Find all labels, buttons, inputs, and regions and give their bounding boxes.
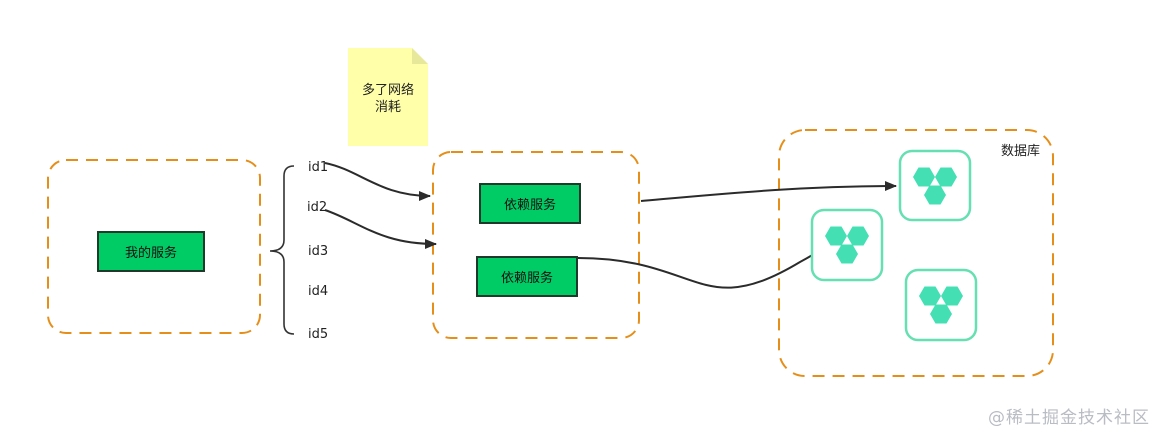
arrow-id2-to-dependency xyxy=(324,209,437,249)
dependency-service-box-2: 依赖服务 xyxy=(476,256,578,297)
id-brace xyxy=(269,165,295,335)
database-title: 数据库 xyxy=(1001,144,1041,159)
db-hexagon xyxy=(836,244,858,264)
db-hexagon xyxy=(847,226,869,246)
note-shape xyxy=(348,48,428,146)
my-service-box: 我的服务 xyxy=(97,231,205,272)
id-label-4: id4 xyxy=(308,284,329,299)
database-icon xyxy=(904,268,978,342)
db-hexagon xyxy=(930,304,952,324)
id-label-1: id1 xyxy=(308,160,329,175)
db-hexagon xyxy=(913,167,935,187)
db-hexagon xyxy=(924,185,946,205)
note-line-2: 消耗 xyxy=(374,100,401,115)
my-service-label: 我的服务 xyxy=(124,246,177,261)
note-line-1: 多了网络 xyxy=(361,83,414,98)
dependency-service-label-2: 依赖服务 xyxy=(500,271,553,286)
arrow-dependency1-to-db xyxy=(640,181,897,202)
database-icon xyxy=(898,149,972,222)
db-hexagon xyxy=(919,286,941,306)
dependency-service-box-1: 依赖服务 xyxy=(479,183,581,224)
id-label-5: id5 xyxy=(308,327,329,342)
database-icon xyxy=(810,208,884,282)
id-label-3: id3 xyxy=(308,244,329,259)
db-hexagon xyxy=(935,167,957,187)
db-hexagon xyxy=(825,226,847,246)
database-group xyxy=(778,129,1054,377)
db-hexagon xyxy=(941,286,963,306)
watermark: @稀土掘金技术社区 xyxy=(988,408,1150,428)
arrow-dependency2-to-db xyxy=(577,245,827,289)
my-service-group xyxy=(47,159,261,334)
dependency-service-label-1: 依赖服务 xyxy=(503,198,556,213)
arrow-id1-to-dependency xyxy=(324,162,431,201)
id-label-2: id2 xyxy=(307,200,328,215)
dependency-group xyxy=(432,151,640,339)
network-cost-note: 多了网络 消耗 xyxy=(350,82,426,116)
